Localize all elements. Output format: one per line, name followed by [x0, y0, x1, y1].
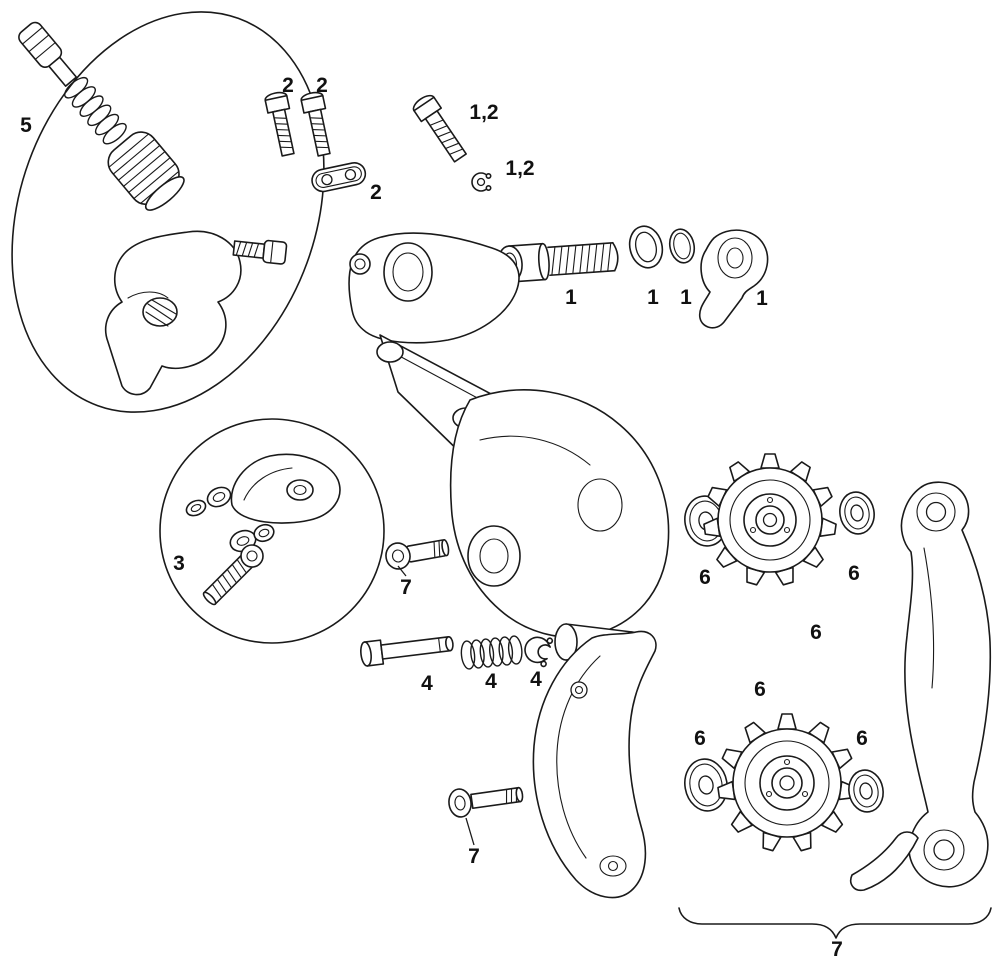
part-label-1-9: 1 [756, 287, 768, 310]
adjuster-barrel-face [144, 176, 185, 211]
lower-pulley [716, 713, 858, 853]
e-clip-4 [524, 636, 554, 668]
part-label-4-12: 4 [421, 672, 433, 695]
lower-pulley-group [684, 713, 884, 853]
barrel-adjuster-assembly [11, 11, 325, 413]
bolt-1-2 [412, 94, 467, 163]
leader-line [465, 817, 475, 846]
bolt-plate-2 [311, 162, 367, 193]
b-bolt-cam [698, 229, 769, 329]
b-bolt-assembly [497, 225, 769, 329]
part-label-7-11: 7 [400, 576, 412, 599]
pulley-washer-upper-right [839, 491, 875, 535]
part-label-7-21: 7 [468, 845, 480, 868]
part-label-6-17: 6 [810, 621, 822, 644]
part-label-2-3: 2 [370, 181, 382, 204]
anchor-washer-d [253, 523, 275, 543]
anchor-washer-b [206, 486, 232, 508]
bolt-2-a [264, 91, 295, 157]
part-label-1-2-4: 1,2 [469, 101, 498, 124]
part-label-6-18: 6 [754, 678, 766, 701]
group-3-circle [159, 418, 385, 644]
clip-1-2 [471, 172, 495, 192]
body-top-mount [348, 232, 520, 344]
pulley-bolt-upper [385, 538, 450, 570]
knuckle-bolt [232, 239, 288, 265]
body-boss [467, 525, 521, 587]
pivot-pin-assembly [360, 635, 554, 670]
bracket-7 [678, 907, 992, 939]
part-label-1-8: 1 [680, 286, 692, 309]
part-label-6-20: 6 [856, 727, 868, 750]
anchor-bolt [202, 544, 264, 606]
part-label-5-0: 5 [20, 114, 32, 137]
upper-pulley-group [684, 453, 875, 587]
part-label-4-14: 4 [530, 668, 542, 691]
anchor-plate [230, 453, 341, 524]
part-label-1-7: 1 [647, 286, 659, 309]
part-label-1-6: 1 [565, 286, 577, 309]
bolt-and-clip-1-2 [412, 94, 495, 192]
pulley-washer-lower-left [684, 758, 728, 812]
group-5-ellipse [11, 11, 325, 413]
leader-line [397, 565, 407, 577]
mounting-bolts-2 [264, 91, 367, 193]
part-label-6-15: 6 [699, 566, 711, 589]
part-label-2-1: 2 [282, 74, 294, 97]
pulley-bolt-lower [448, 786, 524, 818]
b-washer-outer [628, 225, 664, 269]
pulley-washer-lower-right [848, 769, 884, 813]
part-label-1-2-5: 1,2 [505, 157, 534, 180]
part-label-6-16: 6 [848, 562, 860, 585]
derailleur-body [348, 232, 670, 899]
part-label-4-13: 4 [485, 670, 497, 693]
bolt-2-b [300, 91, 331, 157]
spring-4 [460, 635, 523, 670]
body-knuckle [449, 389, 670, 638]
part-label-3-10: 3 [173, 552, 185, 575]
inner-cage-plate [849, 481, 992, 892]
cable-anchor-assembly [159, 418, 385, 644]
part-label-7-22: 7 [831, 938, 843, 960]
adjuster-spring [64, 76, 127, 145]
part-label-2-2: 2 [316, 74, 328, 97]
adjuster-shaft [48, 56, 78, 87]
upper-pulley [702, 453, 838, 587]
mount-bore [383, 242, 433, 302]
anchor-washer-a [185, 499, 207, 517]
outer-cage-plate [532, 630, 657, 899]
pin-4 [360, 636, 454, 667]
b-washer-inner [668, 228, 696, 264]
part-label-6-19: 6 [694, 727, 706, 750]
